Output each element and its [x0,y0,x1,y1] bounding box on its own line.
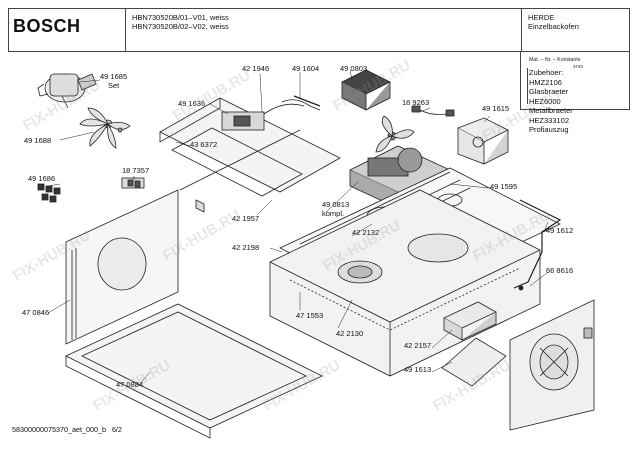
part-number-label: 49 1685 [100,72,128,81]
brand-logo: BOSCH [13,16,81,36]
part-number-label: Set [108,81,120,90]
accessory-item: Metallbraeter [529,106,573,115]
control-bracket-drawing [159,97,341,213]
part-number-label: 47 0884 [116,380,144,389]
document-id: 58300000075370_aet_000_b [12,425,106,434]
heating-element-drawing [513,199,562,291]
page-number: 6/2 [111,425,122,434]
part-number-label: 18 7357 [122,166,150,175]
material-number-constant: 3740 [573,64,584,69]
part-number-label: 66 8616 [546,266,574,275]
accessory-item: HEZ333102 [529,115,570,125]
part-number-label: 42 1957 [232,214,260,223]
part-number-label: 49 1604 [292,64,320,73]
part-number-label: 49 1636 [178,99,206,108]
model-line: HBN730520B/02–V02, weiss [132,22,229,31]
part-number-label: 42 2132 [352,228,380,237]
bottom-cover-drawing [65,303,323,439]
accessory-item: Glasbraeter [529,87,569,96]
category-line: HERDE [528,13,555,22]
lamp-fan-drawing [375,115,415,153]
part-number-label: 42 2198 [232,243,260,252]
part-number-label: 16 9263 [402,98,430,107]
part-number-label: 49 0803 [340,64,368,73]
accessory-item: Profiauszug [529,125,569,134]
accessory-item: Zubehoer: [529,68,564,77]
category-line: Einzelbackofen [528,22,579,31]
accessories-box: Mat. – Nr. – Konstante 3740 [520,52,630,110]
accessories-bracket [527,68,528,104]
model-numbers: HBN730520B/01–V01, weiss HBN730520B/02–V… [132,13,229,31]
part-number-label: 49 1686 [28,174,56,183]
part-number-label: 42 1946 [242,64,270,73]
header-frame: BOSCH HBN730520B/01–V01, weiss HBN730520… [8,8,630,52]
part-number-label: 49 1612 [546,226,574,235]
part-number-label: 42 2130 [336,329,364,338]
footer: 58300000075370_aet_000_b 6/2 [12,425,122,434]
header-divider [521,9,522,51]
fan-motor-drawing [37,73,97,109]
part-number-label: 49 1613 [404,365,432,374]
header-divider [125,9,126,51]
part-number-label: 43 6372 [190,140,218,149]
clip-set-drawing [37,183,61,203]
part-number-label: kompl. [322,209,345,218]
electronic-module-drawing [443,301,497,341]
part-number-label: 42 2157 [404,341,432,350]
side-wall-drawing [65,189,179,345]
switch-drawing [121,177,145,189]
part-number-label: 49 1688 [24,136,52,145]
part-number-label: 49 1615 [482,104,510,113]
appliance-category: HERDE Einzelbackofen [528,13,579,31]
accessory-item: HMZ2106 [529,77,562,87]
cable-drawing [411,105,455,117]
fan-blade-drawing [79,107,131,149]
rear-panel-drawing [509,299,595,431]
part-number-label: 47 1553 [296,311,324,320]
oven-cavity-drawing [269,189,541,377]
front-trim-drawing [441,337,507,387]
material-number-heading: Mat. – Nr. – Konstante [529,57,581,63]
door-lock-drawing [457,117,509,165]
model-line: HBN730520B/01–V01, weiss [132,13,229,22]
part-number-label: 49 0813 [322,200,350,209]
transformer-drawing [221,95,321,131]
part-number-label: 47 0846 [22,308,50,317]
heatsink-drawing [341,69,391,111]
part-number-label: 49 1595 [490,182,518,191]
accessory-item: HEZ6000 [529,96,561,106]
